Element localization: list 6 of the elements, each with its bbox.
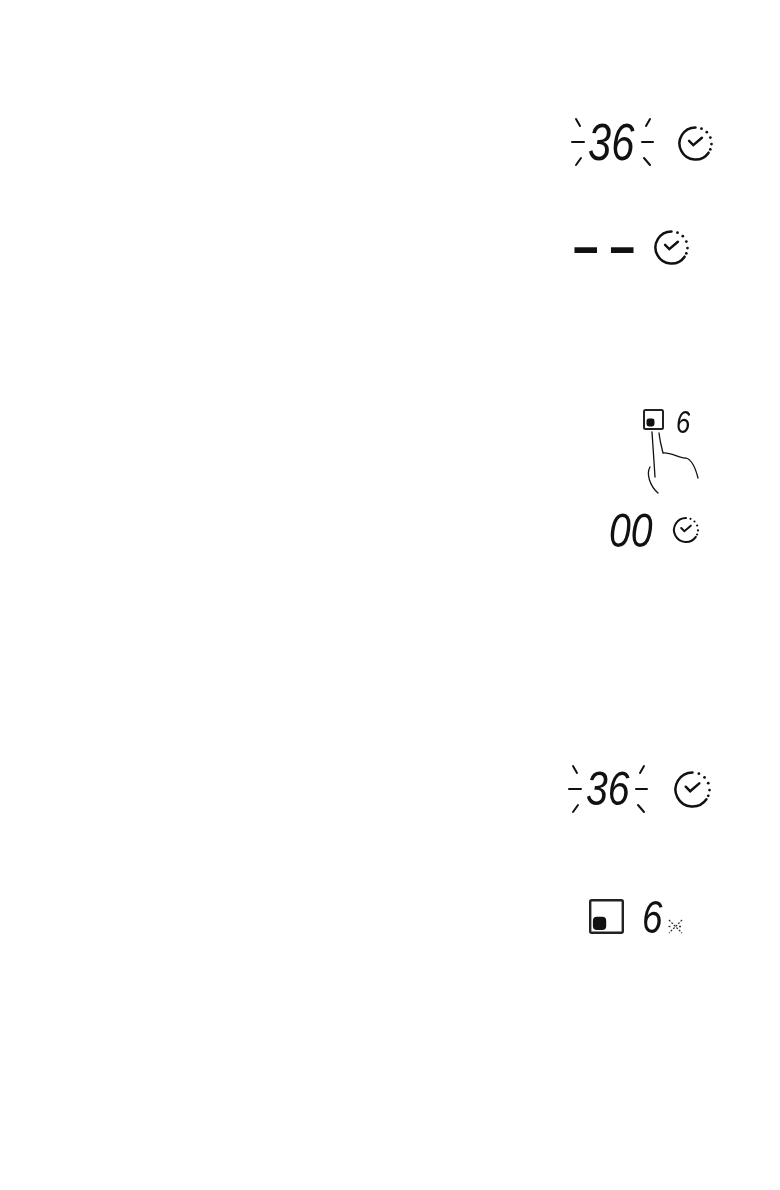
display-digits: 36 (588, 116, 635, 168)
display-dashes: - - (571, 223, 638, 271)
display-digits: 36 (586, 764, 630, 813)
display-digits: 6 (676, 406, 691, 438)
display-digits: 00 (609, 506, 653, 555)
display-digits: 6 (642, 894, 663, 940)
